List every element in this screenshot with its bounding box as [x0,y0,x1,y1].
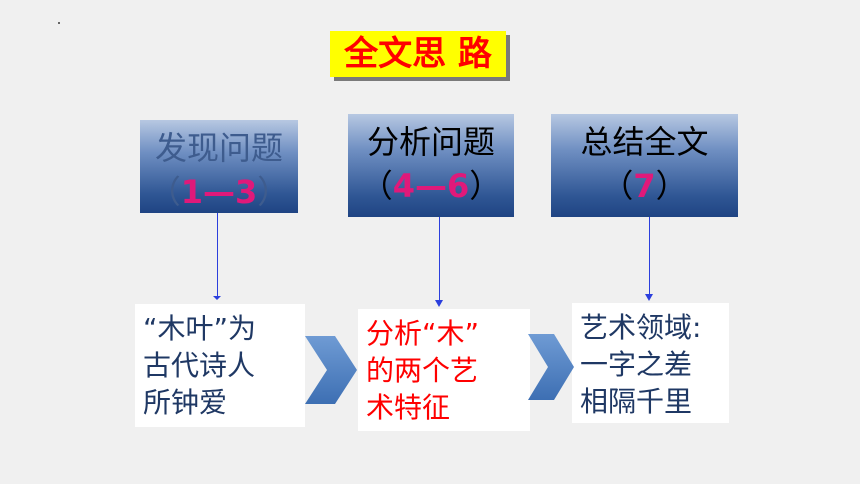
close-paren: ） [655,167,688,205]
detail-line: 相隔千里 [580,385,693,418]
stage-label: 总结全文 [580,123,709,161]
detail-line: 术特征 [366,391,451,424]
stage-range: （7） [551,164,738,208]
detail-line: 所钟爱 [143,386,228,419]
open-paren: （ [360,167,393,205]
detail-box-analyze: 分析“木” 的两个艺 术特征 [358,309,530,431]
stage-label: 分析问题 [366,123,495,161]
detail-line: “木叶”为 [143,312,257,345]
connector-line-1 [217,213,218,297]
stage-range: （1—3） [140,170,298,214]
stage-label: 发现问题 [154,129,283,167]
range-number: 7 [633,167,656,205]
connector-arrowhead-1 [213,296,221,300]
range-number: 1—3 [180,173,258,211]
close-paren: ） [469,167,502,205]
detail-line: 分析“木” [366,317,480,350]
chevron-right-icon [305,336,357,404]
open-paren: （ [148,173,181,211]
detail-box-summarize: 艺术领域: 一字之差 相隔千里 [572,303,729,423]
connector-arrowhead-2 [435,300,443,307]
close-paren: ） [257,173,290,211]
detail-line: 艺术领域: [580,311,702,344]
detail-line: 古代诗人 [143,349,256,382]
open-paren: （ [601,167,634,205]
stage-range: （4—6） [348,164,514,208]
range-number: 4—6 [392,167,470,205]
connector-arrowhead-3 [645,294,653,301]
connector-line-3 [649,217,650,295]
stage-box-analyze: 分析问题 （4—6） [348,114,514,217]
detail-line: 的两个艺 [366,354,479,387]
chevron-right-icon [528,334,574,400]
stage-box-discover: 发现问题 （1—3） [140,120,298,213]
stray-dot [58,22,60,24]
stage-box-summarize: 总结全文 （7） [551,114,738,217]
detail-box-discover: “木叶”为 古代诗人 所钟爱 [135,304,305,427]
page-title: 全文思 路 [330,31,506,77]
detail-line: 一字之差 [580,348,693,381]
connector-line-2 [439,217,440,301]
